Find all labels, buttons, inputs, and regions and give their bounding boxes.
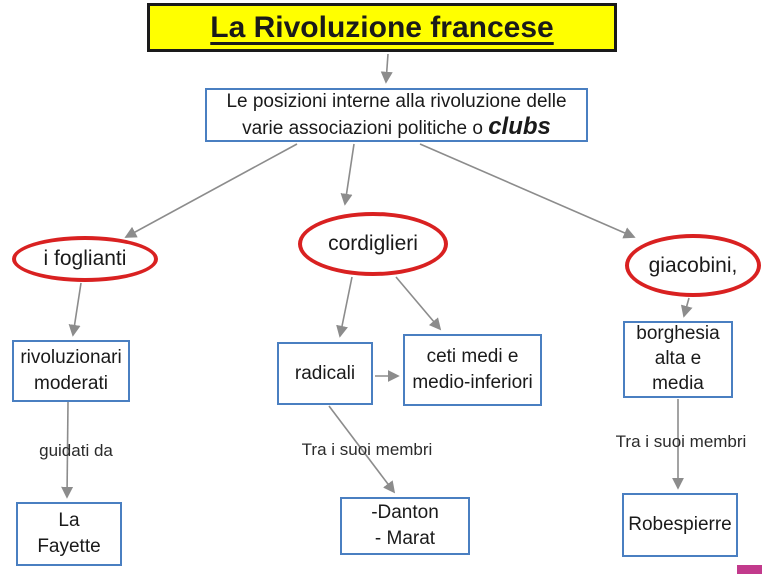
arrow-foglianti-to-rivoluzionari [68, 282, 82, 337]
box-robespierre: Robespierre [622, 493, 738, 557]
box-rivoluzionari-label: rivoluzionari moderati [20, 347, 122, 394]
box-radicali-label: radicali [294, 362, 356, 384]
arrow-cordiglieri-to-radicali [336, 276, 353, 338]
ellipse-giacobini: giacobini, [625, 234, 761, 297]
edge-label-tra-membri-center: Tra i suoi membri [301, 440, 433, 459]
ellipse-foglianti-label: i foglianti [43, 247, 127, 270]
intro-line1: Le posizioni interne alla rivoluzione de… [226, 91, 567, 112]
box-robespierre-label: Robespierre [628, 514, 732, 536]
arrow-intro-to-foglianti [124, 143, 298, 238]
box-radicali: radicali [277, 342, 373, 405]
arrow-cordiglieri-to-ceti [395, 276, 442, 331]
arrow-rivoluzionari-to-lafayette [61, 401, 74, 499]
box-borghesia-label: borghesia alta e media [636, 323, 720, 394]
intro-clubs-word: clubs [488, 113, 551, 140]
arrow-title-to-intro [380, 53, 393, 84]
box-la-fayette-label: La Fayette [37, 510, 101, 557]
arrow-intro-to-cordiglieri [340, 143, 355, 206]
arrow-radicali-to-danton [328, 405, 396, 494]
title-text: La Rivoluzione francese [210, 10, 554, 44]
ellipse-cordiglieri-label: cordiglieri [328, 232, 418, 255]
box-rivoluzionari-moderati: rivoluzionari moderati [12, 340, 130, 402]
box-danton-marat: -Danton - Marat [340, 497, 470, 555]
box-borghesia: borghesia alta e media [623, 321, 733, 398]
ellipse-foglianti: i foglianti [12, 236, 158, 282]
intro-line2-text: varie associazioni politiche o [242, 118, 489, 139]
arrow-giacobini-to-borghesia [680, 297, 693, 318]
box-ceti-medi: ceti medi e medio-inferiori [403, 334, 542, 406]
edge-label-tra-membri-right: Tra i suoi membri [615, 432, 747, 451]
box-la-fayette: La Fayette [16, 502, 122, 566]
ellipse-cordiglieri: cordiglieri [298, 212, 448, 276]
box-danton-marat-label: -Danton - Marat [371, 502, 439, 549]
intro-line2: varie associazioni politiche o clubs [242, 114, 551, 141]
logo-fragment [737, 565, 762, 574]
arrow-intro-to-giacobini [419, 143, 636, 239]
ellipse-giacobini-label: giacobini, [648, 253, 738, 277]
title-box: La Rivoluzione francese [147, 3, 617, 52]
edge-label-guidati-da: guidati da [39, 441, 113, 460]
intro-box: Le posizioni interne alla rivoluzione de… [205, 88, 588, 142]
box-ceti-medi-label: ceti medi e medio-inferiori [412, 346, 533, 393]
